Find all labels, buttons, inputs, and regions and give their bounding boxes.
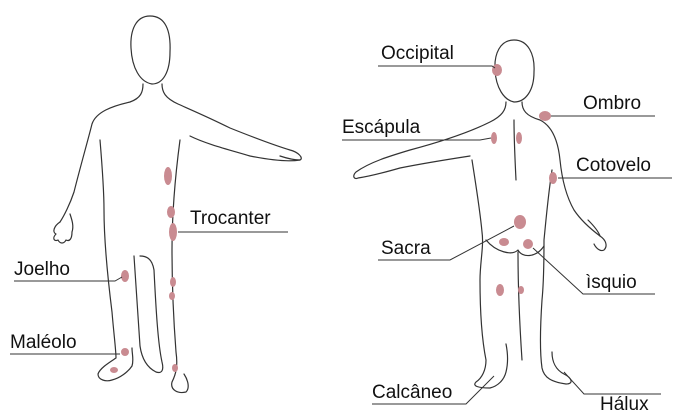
side-left-body-outline [98, 140, 133, 381]
label-cotovelo: Cotovelo [576, 155, 651, 176]
spot-scapula-right [516, 132, 522, 144]
spot-elbow [549, 172, 557, 184]
label-occipital: Occipital [381, 43, 454, 64]
leader-lines [10, 66, 672, 404]
label-maleolo: Maléolo [10, 332, 77, 353]
side-left-hand-outline [54, 214, 73, 243]
pressure-spots [110, 64, 557, 373]
label-ombro: Ombro [583, 93, 641, 114]
leader-escapula [342, 138, 491, 140]
spot-thigh-back [496, 284, 504, 296]
back-right-hand-outline [588, 220, 606, 251]
spot-ischium-right [523, 239, 533, 249]
spot-malleolus-right [172, 364, 178, 372]
spot-thigh-lower [169, 292, 175, 300]
spot-malleolus-left [121, 348, 129, 356]
side-right-body-outline [172, 140, 188, 393]
spot-knee-right [170, 277, 176, 287]
label-halux: Hálux [600, 394, 649, 412]
spot-trocanter-upper [167, 206, 175, 218]
spot-sacrum [514, 215, 526, 229]
back-right-body-outline [541, 170, 572, 384]
spot-shoulder [539, 111, 551, 121]
spot-trocanter [169, 223, 177, 241]
leader-halux [564, 372, 661, 394]
side-torso-outline [60, 84, 301, 222]
label-escapula: Escápula [342, 117, 421, 138]
spot-heel-left [110, 367, 118, 373]
back-left-body-outline [472, 160, 508, 388]
leader-occipital [378, 66, 495, 68]
label-isquio: ìsquio [586, 272, 637, 293]
spot-knee-left [121, 270, 129, 282]
spot-ischium-left [499, 238, 509, 246]
spot-occipital [492, 64, 502, 76]
side-head-outline [131, 16, 170, 84]
spot-scapula-left [491, 132, 497, 144]
back-spine-outline [514, 120, 516, 180]
spot-hip-upper [164, 167, 172, 185]
spot-knee-back [518, 286, 524, 294]
labels: Joelho Maléolo Trocanter Occipital Escáp… [10, 43, 651, 412]
figure-side-view [54, 16, 301, 393]
side-inner-legs-outline [134, 256, 163, 373]
figure-back-view [354, 40, 606, 388]
label-trocanter: Trocanter [190, 208, 271, 229]
label-joelho: Joelho [14, 259, 70, 280]
label-sacra: Sacra [381, 238, 431, 259]
label-calcaneo: Calcâneo [372, 382, 452, 403]
back-buttocks-outline [486, 240, 544, 360]
